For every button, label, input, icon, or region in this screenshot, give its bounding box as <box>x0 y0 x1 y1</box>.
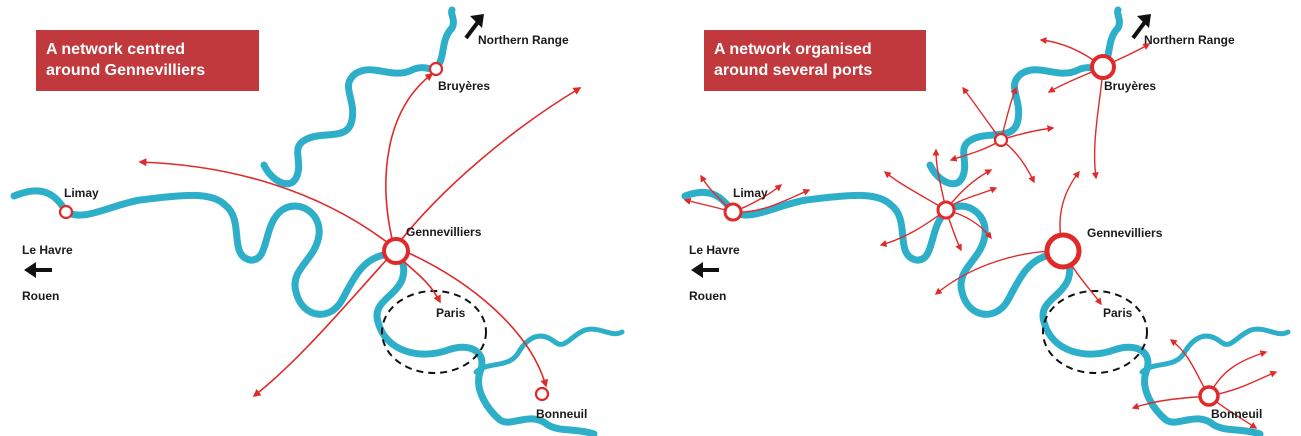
port-bonneuil[interactable] <box>534 386 550 402</box>
label-paris: Paris <box>1103 306 1133 320</box>
label-bruyeres: Bruyères <box>1104 79 1156 93</box>
flow-hub-b-5 <box>949 139 1002 162</box>
marne-river <box>473 326 625 375</box>
freight-flows <box>683 37 1278 429</box>
paris-area <box>381 290 487 374</box>
label-bruyeres: Bruyères <box>438 79 490 93</box>
label-le-havre: Le Havre <box>22 243 73 257</box>
flow-to-west <box>138 158 393 247</box>
flow-bonneuil-4 <box>1131 395 1210 410</box>
map-panel-multiport: Northern Range Bruyères Limay Gennevilli… <box>651 0 1301 436</box>
panel-title-line1: A network organised <box>714 41 872 58</box>
label-rouen: Rouen <box>22 289 59 303</box>
port-bruyeres[interactable] <box>1090 54 1116 80</box>
flow-hub-b-1 <box>962 86 1002 141</box>
arrow-west-icon <box>691 262 719 278</box>
arrow-west-icon <box>24 262 52 278</box>
panel-title-line2: around several ports <box>714 62 873 79</box>
port-hub-west[interactable] <box>936 200 956 220</box>
seine-river <box>681 188 1264 436</box>
panel-title: A network centred around Gennevilliers <box>36 30 259 91</box>
label-gennevilliers: Gennevilliers <box>406 225 482 239</box>
flow-to-bruyeres <box>385 73 434 244</box>
label-limay: Limay <box>733 186 768 200</box>
paris-area <box>1042 290 1148 374</box>
label-le-havre: Le Havre <box>689 243 740 257</box>
seine-river <box>10 187 598 436</box>
panel-title: A network organised around several ports <box>704 30 926 91</box>
marne-river <box>1139 326 1291 375</box>
port-bonneuil[interactable] <box>1198 385 1220 407</box>
map-panel-centralised: Northern Range Bruyères Limay Gennevilli… <box>0 0 650 436</box>
flow-to-southwest <box>252 255 391 397</box>
label-paris: Paris <box>436 306 466 320</box>
panel-title-line1: A network centred <box>46 41 185 58</box>
label-limay: Limay <box>64 186 99 200</box>
label-northern-range: Northern Range <box>1144 33 1235 47</box>
port-gennevilliers[interactable] <box>1044 232 1082 270</box>
label-gennevilliers: Gennevilliers <box>1087 226 1163 240</box>
panel-title-line2: around Gennevilliers <box>46 62 206 79</box>
label-northern-range: Northern Range <box>478 33 569 47</box>
oise-river <box>926 6 1123 188</box>
flow-bonneuil-2 <box>1208 350 1268 397</box>
flow-to-northeast <box>397 87 582 245</box>
label-bonneuil: Bonneuil <box>536 407 587 421</box>
port-limay[interactable] <box>58 204 74 220</box>
arrow-northern-range-icon <box>464 14 484 40</box>
arrow-northern-range-icon <box>1131 14 1151 40</box>
port-hub-north[interactable] <box>993 132 1009 148</box>
flow-to-bonneuil <box>401 249 549 388</box>
port-gennevilliers[interactable] <box>382 237 410 265</box>
label-rouen: Rouen <box>689 289 726 303</box>
port-limay[interactable] <box>723 202 743 222</box>
flow-bruyeres-3 <box>1091 66 1104 180</box>
map-canvas: Northern Range Bruyères Limay Gennevilli… <box>681 6 1291 436</box>
freight-flows <box>138 73 582 397</box>
label-bonneuil: Bonneuil <box>1211 407 1262 421</box>
map-canvas: Northern Range Bruyères Limay Gennevilli… <box>10 6 625 436</box>
port-bruyeres[interactable] <box>428 61 444 77</box>
oise-river <box>260 6 457 188</box>
flow-hub-b-4 <box>1000 139 1035 184</box>
